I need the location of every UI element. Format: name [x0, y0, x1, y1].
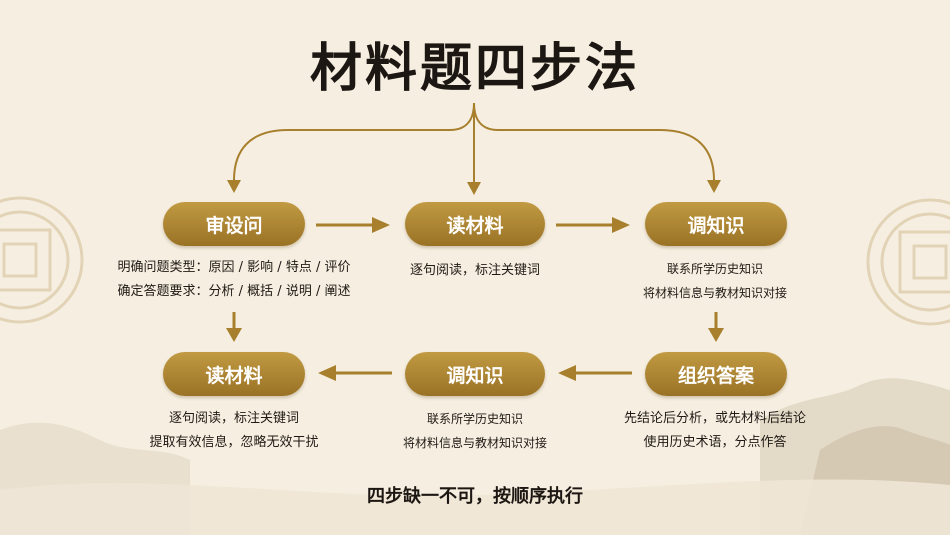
step-desc-bottom-1: 逐句阅读，标注关键词 提取有效信息，忽略无效干扰	[134, 407, 334, 455]
desc-line: 将材料信息与教材知识对接	[642, 286, 787, 300]
step-desc-top-3: 联系所学历史知识 将材料信息与教材知识对接	[595, 257, 835, 305]
step-desc-bottom-3: 先结论后分析，或先材料后结论 使用历史术语，分点作答	[600, 407, 830, 455]
footer-note: 四步缺一不可，按顺序执行	[367, 486, 583, 507]
desc-line: 将材料信息与教材知识对接	[402, 436, 547, 450]
step-pill-top-3: 调知识	[645, 202, 787, 246]
desc-line: 联系所学历史知识	[666, 262, 763, 276]
branch-connector	[233, 102, 715, 182]
desc-line: 联系所学历史知识	[426, 412, 523, 426]
desc-line: 明确问题类型：原因 / 影响 / 特点 / 评价	[117, 260, 351, 275]
bottom-row-arrows	[318, 365, 632, 381]
desc-line: 使用历史术语，分点作答	[643, 435, 787, 450]
step-pill-bottom-3: 组织答案	[645, 352, 787, 396]
desc-line: 确定答题要求：分析 / 概括 / 说明 / 阐述	[117, 284, 351, 299]
step-pill-top-2: 读材料	[405, 202, 545, 246]
right-medallion-ornament	[866, 198, 950, 326]
branch-arrowheads	[227, 180, 721, 195]
step-desc-bottom-2: 联系所学历史知识 将材料信息与教材知识对接	[355, 407, 595, 455]
step-pill-bottom-1: 读材料	[163, 352, 305, 396]
desc-line: 逐句阅读，标注关键词	[168, 411, 299, 426]
desc-line: 逐句阅读，标注关键词	[409, 263, 540, 278]
step-desc-top-1: 明确问题类型：原因 / 影响 / 特点 / 评价 确定答题要求：分析 / 概括 …	[84, 256, 384, 304]
top-row-arrows	[316, 217, 630, 233]
page-title: 材料题四步法	[309, 39, 640, 99]
step-desc-top-2: 逐句阅读，标注关键词	[375, 259, 575, 283]
left-medallion-ornament	[0, 196, 84, 324]
desc-line: 提取有效信息，忽略无效干扰	[149, 435, 319, 450]
step-pill-bottom-2: 调知识	[405, 352, 545, 396]
desc-line: 先结论后分析，或先材料后结论	[623, 411, 806, 426]
vertical-arrows	[226, 312, 724, 342]
mountain-bottom	[0, 479, 950, 535]
step-pill-top-1: 审设问	[163, 202, 305, 246]
